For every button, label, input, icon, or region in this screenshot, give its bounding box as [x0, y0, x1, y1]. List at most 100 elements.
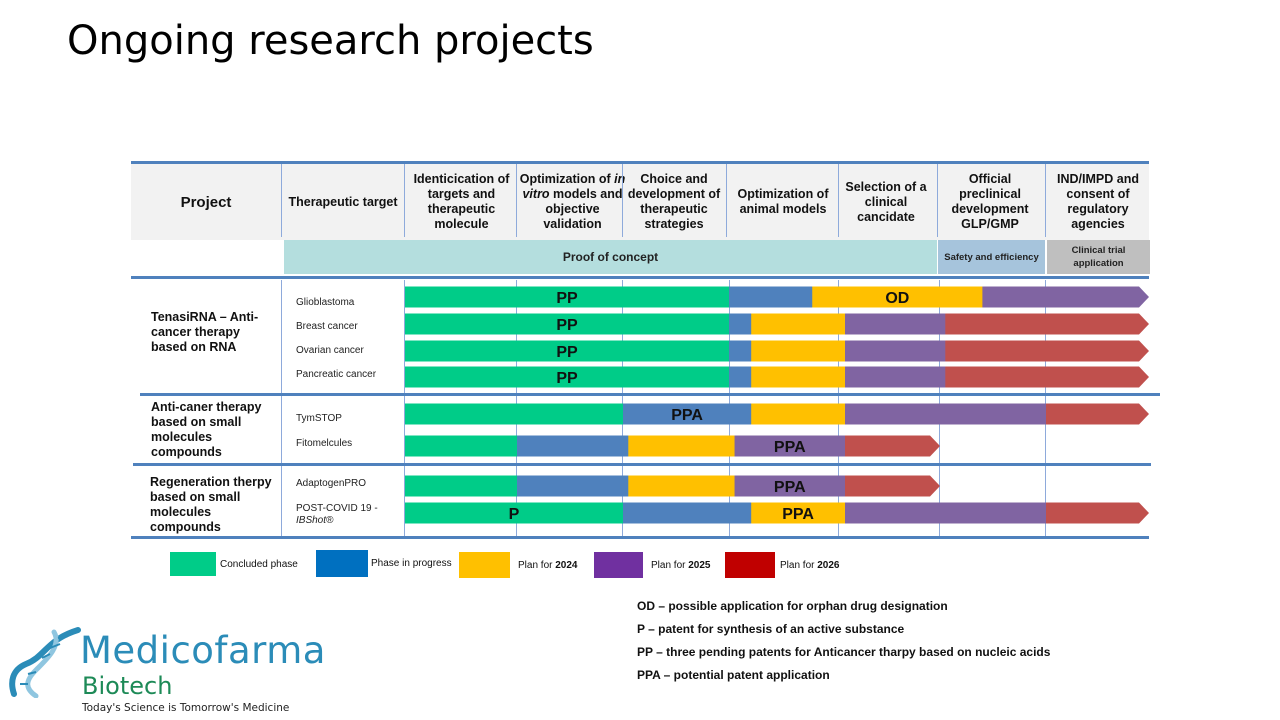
abbr-ppa: PPA – potential patent application [637, 668, 830, 682]
gantt-bar-label: P [509, 506, 520, 523]
gantt-bar-plan2026 [1046, 403, 1149, 425]
grid-vline [726, 163, 727, 237]
stage-2-part-b: in vitro [522, 172, 626, 201]
gantt-bar-plan2024 [751, 340, 855, 362]
target-fitomelcules: Fitomelcules [296, 438, 353, 449]
col-header-stage-5: Selection of a clinical cancidate [845, 179, 927, 224]
abbr-od: OD – possible application for orphan dru… [637, 599, 948, 613]
stage-2-part-c: models and objective validation [543, 187, 623, 231]
stage-2-part-a: Optimization of [519, 172, 615, 186]
project-tenasirna: TenasiRNA – Anti-cancer therapy based on… [151, 310, 259, 354]
gantt-bar-label: PP [556, 370, 578, 387]
gantt-bar-plan2024 [751, 502, 855, 524]
legend-2025-year: 2025 [688, 560, 711, 571]
target-adaptogenpro: AdaptogenPRO [296, 478, 367, 489]
gantt-bar-progress [623, 403, 762, 425]
logo-medicofarma: Medicofarma [80, 629, 326, 672]
gantt-bar-plan2026 [845, 435, 940, 457]
gantt-bar-label: PPA [671, 407, 703, 424]
gantt-bar-plan2024 [751, 366, 855, 388]
grid-vline [404, 280, 405, 538]
gantt-bar-concluded [405, 475, 517, 497]
legend-label-concluded: Concluded phase [220, 559, 298, 570]
gantt-bar-label: PPA [782, 506, 814, 523]
band-proof-of-concept: Proof of concept [284, 240, 937, 274]
gantt-bar-label: PPA [774, 479, 806, 496]
col-header-stage-3: Choice and development of therapeutic st… [627, 172, 721, 231]
legend-label-progress: Phase in progress [371, 558, 452, 569]
rule-bottom [131, 536, 1149, 539]
logo-tagline: Today's Science is Tomorrow's Medicine [82, 702, 290, 714]
gantt-bar-plan2025 [734, 475, 855, 497]
grid-vline [937, 163, 938, 237]
gantt-bar-concluded [405, 340, 729, 362]
gantt-bar-plan2025 [845, 502, 1056, 524]
legend-2025-prefix: Plan for [651, 560, 689, 571]
gantt-bar-plan2025 [734, 435, 855, 457]
grid-vline [838, 163, 839, 237]
gantt-bar-progress [517, 475, 639, 497]
gantt-bar-plan2025 [845, 403, 1056, 425]
gantt-bar-label: OD [885, 290, 909, 307]
legend-2024-prefix: Plan for [518, 560, 556, 571]
gantt-bar-plan2024 [751, 313, 855, 335]
rule-group-2 [133, 463, 1151, 466]
gantt-bar-concluded [405, 502, 623, 524]
dna-helix-icon [9, 627, 81, 698]
gantt-bar-concluded [405, 286, 729, 308]
legend-swatch-progress [316, 550, 368, 577]
col-header-target: Therapeutic target [288, 194, 398, 209]
target-tymstop: TymSTOP [296, 413, 342, 424]
target-post-covid-line1: POST-COVID 19 - [296, 503, 378, 514]
gantt-bar-plan2026 [945, 313, 1149, 335]
rule-top [131, 161, 1149, 164]
gantt-bar-plan2025 [982, 286, 1149, 308]
project-regeneration: Regeneration therpy based on small molec… [150, 475, 272, 534]
gantt-bar-label: PPA [774, 439, 806, 456]
gantt-bar-plan2026 [845, 475, 940, 497]
gantt-bar-plan2026 [1046, 502, 1149, 524]
col-header-stage-4: Optimization of animal models [737, 187, 829, 216]
gantt-bar-concluded [405, 366, 729, 388]
grid-vline [1045, 163, 1046, 237]
gantt-bar-plan2026 [945, 366, 1149, 388]
logo-biotech: Biotech [82, 672, 173, 700]
target-post-covid: POST-COVID 19 -IBShot® [296, 503, 378, 527]
project-anticancer-small-molecules: Anti-caner therapy based on small molecu… [151, 400, 262, 459]
target-breast-cancer: Breast cancer [296, 321, 358, 332]
target-ovarian-cancer: Ovarian cancer [296, 345, 364, 356]
gantt-bar-progress [517, 435, 639, 457]
legend-2024-year: 2024 [555, 560, 578, 571]
gantt-bar-plan2024 [628, 435, 745, 457]
gantt-bar-plan2025 [845, 366, 956, 388]
gantt-bar-label: PP [556, 344, 578, 361]
gantt-bar-progress [623, 502, 762, 524]
abbr-p: P – patent for synthesis of an active su… [637, 622, 905, 636]
legend-swatch-2025 [594, 552, 643, 578]
grid-vline [281, 280, 282, 538]
col-header-stage-6: Official preclinical development GLP/GMP [951, 172, 1029, 231]
gantt-bar-label: PP [556, 317, 578, 334]
grid-vline [622, 163, 623, 237]
gantt-bar-plan2024 [751, 403, 855, 425]
band-safety: Safety and efficiency [938, 240, 1045, 274]
abbr-pp: PP – three pending patents for Anticance… [637, 645, 1051, 659]
grid-vline [516, 163, 517, 237]
gantt-bar-plan2024 [812, 286, 993, 308]
legend-2026-year: 2026 [817, 560, 840, 571]
grid-vline [404, 163, 405, 237]
col-header-stage-7: IND/IMPD and consent of regulatory agenc… [1057, 172, 1139, 231]
table-header [131, 163, 1149, 240]
legend-label-2025: Plan for 2025 [651, 560, 711, 571]
legend-label-2026: Plan for 2026 [780, 560, 840, 571]
legend-2026-prefix: Plan for [780, 560, 818, 571]
legend-label-2024: Plan for 2024 [518, 560, 578, 571]
grid-vline [281, 163, 282, 237]
page-title: Ongoing research projects [67, 18, 594, 64]
gantt-bar-plan2026 [945, 340, 1149, 362]
gantt-bar-progress [729, 286, 823, 308]
col-header-project: Project [180, 193, 232, 211]
rule-group-1 [140, 393, 1160, 396]
gantt-bar-concluded [405, 403, 623, 425]
gantt-bar-plan2025 [845, 340, 956, 362]
